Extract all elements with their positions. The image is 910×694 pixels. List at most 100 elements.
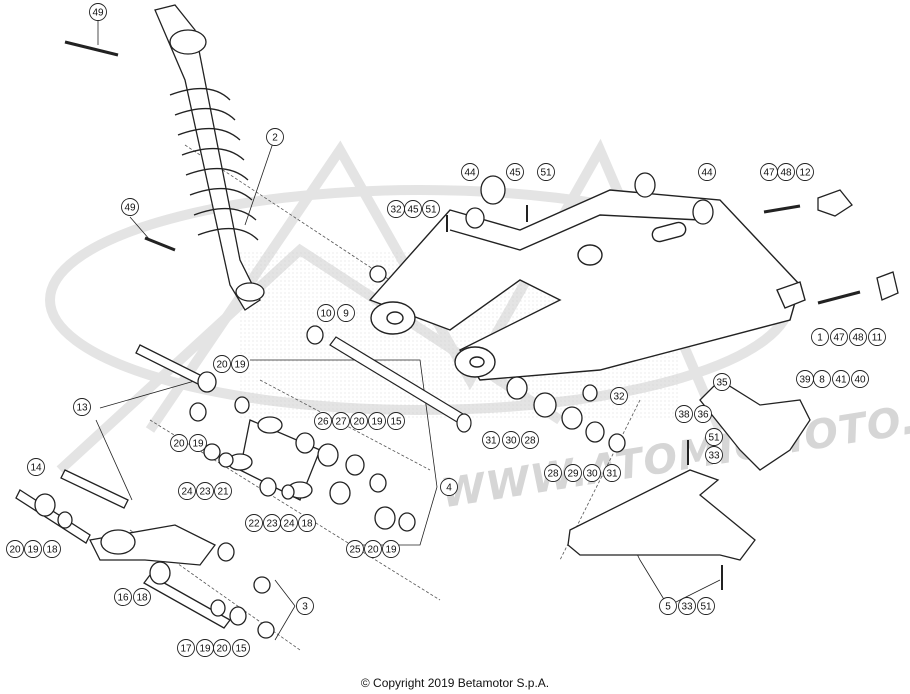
callout-label: 51 [700,602,712,613]
callout-12: 12 [796,163,814,181]
callout-label: 10 [320,309,332,320]
callout-circle [564,464,582,482]
callout-49: 49 [89,3,107,21]
callout-circle [583,464,601,482]
callout-circle [678,597,696,615]
callout-18: 18 [43,540,61,558]
callout-label: 20 [353,417,365,428]
callout-circle [73,398,91,416]
callout-22: 22 [245,514,263,532]
callout-circle [314,412,332,430]
callout-label: 19 [385,545,397,556]
callout-circle [189,434,207,452]
shock-absorber [64,4,265,311]
callout-26: 26 [314,412,332,430]
callout-label: 20 [9,545,21,556]
callout-circle [133,588,151,606]
callout-15: 15 [232,639,250,657]
callout-31: 31 [482,431,500,449]
callout-44: 44 [461,163,479,181]
callout-4: 4 [440,478,458,496]
callout-label: 19 [371,417,383,428]
callout-label: 49 [92,8,104,19]
callout-label: 29 [567,469,579,480]
callout-label: 44 [464,168,476,179]
callout-circle [6,540,24,558]
callout-circle [213,355,231,373]
callout-circle [830,328,848,346]
callout-circle [332,412,350,430]
callout-circle [404,200,422,218]
callout-circle [659,597,677,615]
callout-20: 20 [170,434,188,452]
callout-circle [811,328,829,346]
callout-label: 38 [678,410,690,421]
callout-label: 27 [335,417,347,428]
callout-label: 24 [283,519,295,530]
callout-circle [694,405,712,423]
callout-8: 8 [813,370,831,388]
callout-51: 51 [537,163,555,181]
callout-5: 5 [659,597,677,615]
callout-17: 17 [177,639,195,657]
callout-10: 10 [317,304,335,322]
callout-28: 28 [544,464,562,482]
callout-31: 31 [603,464,621,482]
callout-label: 26 [317,417,329,428]
callout-label: 47 [833,333,845,344]
swingarm [368,189,806,381]
callout-circle [777,163,795,181]
callout-label: 20 [173,439,185,450]
callout-19: 19 [196,639,214,657]
callout-circle [521,431,539,449]
callout-48: 48 [849,328,867,346]
callout-label: 33 [681,602,693,613]
callout-circle [849,328,867,346]
callout-circle [298,514,316,532]
callout-30: 30 [583,464,601,482]
callout-circle [364,540,382,558]
callout-circle [537,163,555,181]
callout-30: 30 [502,431,520,449]
callout-20: 20 [350,412,368,430]
callout-circle [213,639,231,657]
callout-circle [610,387,628,405]
callout-label: 31 [485,436,497,447]
callout-27: 27 [332,412,350,430]
callout-label: 49 [124,203,136,214]
callout-circle [705,446,723,464]
callout-20: 20 [6,540,24,558]
callout-label: 20 [216,360,228,371]
callout-18: 18 [298,514,316,532]
callout-circle [368,412,386,430]
callout-44: 44 [698,163,716,181]
callout-label: 20 [216,644,228,655]
callout-18: 18 [133,588,151,606]
callout-38: 38 [675,405,693,423]
callout-15: 15 [387,412,405,430]
callout-circle [502,431,520,449]
callout-circle [114,588,132,606]
callout-label: 19 [199,644,211,655]
callout-circle [868,328,886,346]
callout-label: 51 [540,168,552,179]
callout-circle [796,163,814,181]
callout-label: 28 [524,436,536,447]
callout-label: 19 [27,545,39,556]
callout-45: 45 [506,163,524,181]
callout-3: 3 [296,597,314,615]
callout-circle [89,3,107,21]
callout-33: 33 [678,597,696,615]
callout-circle [232,639,250,657]
callout-2: 2 [266,128,284,146]
callout-label: 21 [217,487,229,498]
callout-label: 19 [234,360,246,371]
callout-label: 12 [799,168,811,179]
callout-label: 15 [390,417,402,428]
callout-label: 18 [301,519,313,530]
callout-circle [705,428,723,446]
callout-circle [346,540,364,558]
